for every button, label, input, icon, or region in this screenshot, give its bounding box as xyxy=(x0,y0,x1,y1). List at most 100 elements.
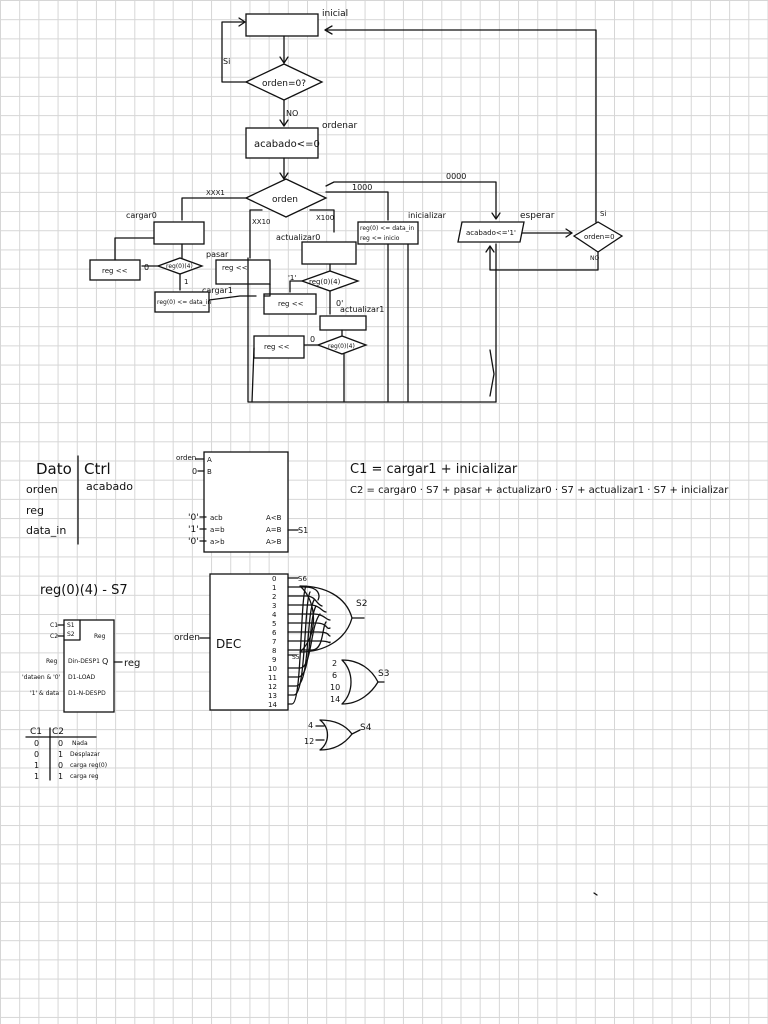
dec-out-12: 12 xyxy=(268,683,277,691)
register-title: reg(0)(4) - S7 xyxy=(40,583,128,598)
dato-header: Dato xyxy=(36,460,72,478)
state-actualizar1-box xyxy=(319,315,367,331)
decision-reg0-1-text: reg(0)(4) xyxy=(166,263,193,270)
decision-orden-cero xyxy=(244,63,324,101)
cargar-box-text: reg(0) <= data_in xyxy=(157,299,211,306)
dec-out-8: 8 xyxy=(272,647,276,655)
register-row1-label: Reg xyxy=(46,658,58,665)
decoder-in-label: orden xyxy=(174,633,200,643)
asm-flowchart: inicial Si orden=0? NO ordenar acabado<=… xyxy=(89,9,624,403)
decoder-block: orden DEC 0 1 2 3 4 5 6 7 8 9 10 11 12 1… xyxy=(174,573,389,751)
dato-ctrl-table: Dato Ctrl orden reg data_in acabado xyxy=(26,455,133,545)
dec-out-3: 3 xyxy=(272,602,276,610)
comp-out-3: A>B xyxy=(266,538,282,546)
s3-in-10: 10 xyxy=(330,683,340,692)
reg-shift-3-box xyxy=(253,335,305,359)
decoder-s3: S3 xyxy=(378,669,389,679)
truth-row-0-desc: Nada xyxy=(72,740,88,747)
dec-out-11: 11 xyxy=(268,674,277,682)
esperar-label: esperar xyxy=(520,211,555,221)
comp-left-in-1: '0' xyxy=(188,513,199,523)
comp-in-b: B xyxy=(207,468,212,476)
s3-in-2: 2 xyxy=(332,659,337,668)
reg-shift-2-text: reg << xyxy=(278,300,304,308)
truth-row-1-c2: 1 xyxy=(58,750,63,759)
dato-item-orden: orden xyxy=(26,483,58,496)
cargar1-label: cargar1 xyxy=(202,286,233,295)
equation-c2: C2 = cargar0 · S7 + pasar + actualizar0 … xyxy=(350,485,729,496)
register-row3-pin: D1-N-DESPD xyxy=(68,690,106,697)
decoder-s2: S2 xyxy=(356,599,367,609)
truth-row-1-desc: Desplazar xyxy=(70,751,100,758)
branch-xxx1: XXX1 xyxy=(206,189,225,197)
inicializar-label: inicializar xyxy=(408,211,447,220)
branch-1000: 1000 xyxy=(352,183,372,192)
truth-row-2-desc: carga reg(0) xyxy=(70,762,107,769)
branch-0000: 0000 xyxy=(446,172,466,181)
decoder-box xyxy=(209,573,289,711)
truth-row-1-c1: 0 xyxy=(34,750,39,759)
comparator-box xyxy=(203,451,289,553)
dec-out-1: 1 xyxy=(272,584,276,592)
state-cargar1-box xyxy=(154,291,210,313)
s4-in-12: 12 xyxy=(304,737,314,746)
reg-shift-2-box xyxy=(263,293,317,315)
s3-in-14: 14 xyxy=(330,695,340,704)
dato-item-reg: reg xyxy=(26,504,44,517)
state-ordenar-box xyxy=(245,127,319,159)
branch-xx10: XX10 xyxy=(252,218,271,226)
register-block: reg(0)(4) - S7 C1 C2 S1 S2 Reg Reg Din-D… xyxy=(22,583,140,713)
state-cargar0-box xyxy=(153,221,205,245)
ctrl-header: Ctrl xyxy=(84,460,111,478)
register-c1: C1 xyxy=(50,622,58,629)
dec-out-4: 4 xyxy=(272,611,277,619)
truth-row-3-c2: 1 xyxy=(58,772,63,781)
decision-reg0-2-text: reg(0)(4) xyxy=(309,278,341,286)
comp-out-2: A=B xyxy=(266,526,282,534)
dec-out-2: 2 xyxy=(272,593,276,601)
decoder-s6: S6 xyxy=(298,575,307,583)
reg-shift-pasar: reg << xyxy=(222,264,248,272)
dec-out-13: 13 xyxy=(268,692,277,700)
register-row3-label: '1' & data xyxy=(30,690,59,697)
branch-0-last: 0 xyxy=(310,335,315,344)
state-inicial-box xyxy=(245,13,319,37)
dec-out-5: 5 xyxy=(272,620,276,628)
state-pasar-box xyxy=(215,259,271,285)
equation-c1: C1 = cargar1 + inicializar xyxy=(350,462,518,477)
register-out-q: Q xyxy=(102,657,108,666)
dec-out-9: 9 xyxy=(272,656,276,664)
truth-row-2-c1: 1 xyxy=(34,761,39,770)
si-label-top: Si xyxy=(223,57,230,66)
acabado-zero-text: acabado<=0 xyxy=(254,139,320,150)
truth-row-2-c2: 0 xyxy=(58,761,63,770)
branch-x100: X100 xyxy=(316,214,334,222)
comp-pin-aeb: a=b xyxy=(210,526,225,534)
reg-shift-1-text: reg << xyxy=(102,267,128,275)
or-gate-s3 xyxy=(341,659,379,705)
acabado-one-text: acabado<='1' xyxy=(466,229,516,237)
ordenar-label: ordenar xyxy=(322,121,358,131)
register-row1-pin: Din-DESP1 xyxy=(68,658,100,665)
zero-branch-1: 0 xyxy=(144,263,149,272)
register-c2: C2 xyxy=(50,633,58,640)
comp-in-top: orden xyxy=(176,454,196,462)
comp-out-s1: S1 xyxy=(298,526,308,535)
dec-out-0: 0 xyxy=(272,575,276,583)
comp-out-1: A<B xyxy=(266,514,282,522)
truth-row-3-desc: carga reg xyxy=(70,773,99,780)
comp-in-zero: 0 xyxy=(192,467,197,476)
decision-orden-last-text: orden=0 xyxy=(584,233,615,241)
decoder-s5: S5 xyxy=(292,654,300,661)
s4-in-4: 4 xyxy=(308,721,313,730)
decoder-outputs: 0 1 2 3 4 5 6 7 8 9 10 11 12 13 14 15 xyxy=(268,575,277,709)
no-label-top: NO xyxy=(286,109,298,118)
or-gate-s4 xyxy=(319,719,353,751)
truth-row-0-c2: 0 xyxy=(58,739,63,748)
comp-pin-acb: acb xyxy=(210,514,223,522)
decoder-name: DEC xyxy=(216,637,241,651)
dec-out-7: 7 xyxy=(272,638,276,646)
comp-pin-agb: a>b xyxy=(210,538,225,546)
register-s1: S1 xyxy=(67,622,75,629)
state-actualizar0-box xyxy=(301,241,357,265)
